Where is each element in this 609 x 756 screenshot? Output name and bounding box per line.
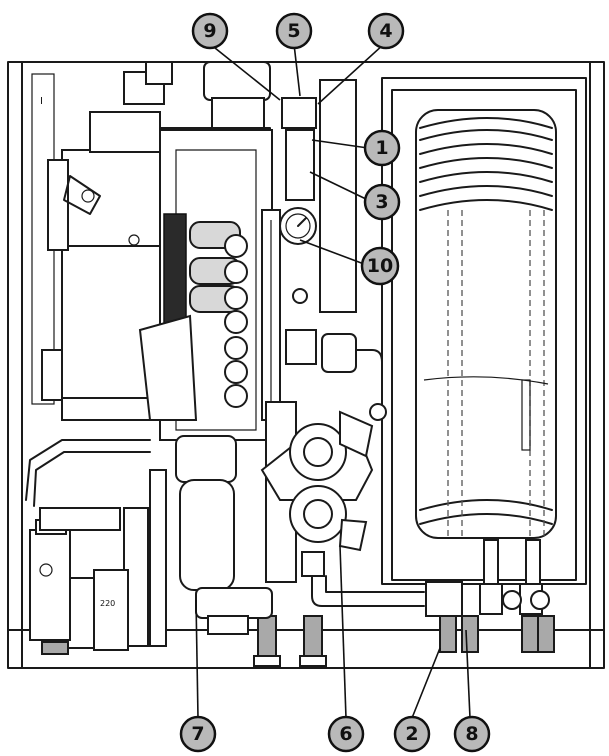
- svg-text:4: 4: [379, 20, 392, 42]
- svg-text:2: 2: [405, 723, 418, 745]
- callout-7: 7: [179, 715, 217, 753]
- callout-3: 3: [363, 183, 401, 221]
- svg-text:7: 7: [191, 723, 204, 745]
- boiler-body: [41, 61, 271, 421]
- manifold: [279, 79, 387, 581]
- gas-valve-assembly: 220: [25, 435, 273, 655]
- svg-text:3: 3: [375, 191, 388, 213]
- callout-10: 10: [360, 246, 400, 286]
- exchanger-tubes: [224, 234, 248, 408]
- callout-5: 5: [275, 12, 313, 50]
- panel-mark: I: [40, 96, 43, 107]
- pumps: [260, 401, 374, 583]
- cabinet: I: [7, 61, 605, 669]
- callout-8: 8: [453, 715, 491, 753]
- svg-text:8: 8: [465, 723, 478, 745]
- svg-text:10: 10: [367, 255, 393, 277]
- lower-pipework: [253, 575, 555, 667]
- tank-coil: [419, 117, 553, 525]
- heat-exchanger: [138, 129, 281, 441]
- valve-label: 220: [100, 599, 115, 608]
- callout-1: 1: [363, 129, 401, 167]
- callout-2: 2: [393, 715, 431, 753]
- svg-text:1: 1: [375, 137, 388, 159]
- callout-4: 4: [367, 12, 405, 50]
- callout-9: 9: [191, 12, 229, 50]
- leaders: [195, 43, 471, 719]
- callout-6: 6: [327, 715, 365, 753]
- svg-text:9: 9: [203, 20, 216, 42]
- svg-text:5: 5: [287, 20, 300, 42]
- storage-tank: [381, 77, 587, 587]
- svg-text:6: 6: [339, 723, 352, 745]
